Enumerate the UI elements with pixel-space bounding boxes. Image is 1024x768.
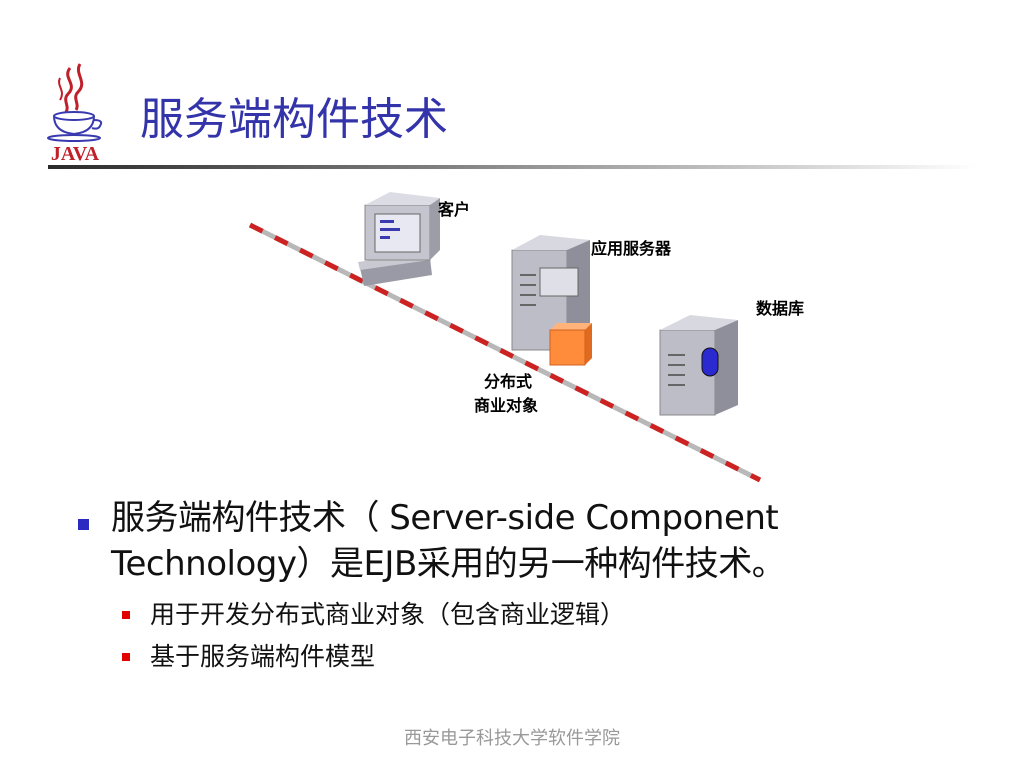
database-server-icon: [659, 315, 738, 416]
java-logo: JAVA: [40, 60, 110, 165]
client-computer-icon: [358, 192, 440, 286]
architecture-diagram: 客户 应用服务器 数据库 分布式 商业对象: [240, 180, 840, 490]
sub-bullet-marker: [122, 611, 130, 619]
bullet-item-main: 服务端构件技术（ Server-side Component Technolog…: [70, 495, 970, 587]
bullet-item-sub1: 用于开发分布式商业对象（包含商业逻辑）: [122, 597, 970, 633]
bullet-sub1-text: 用于开发分布式商业对象（包含商业逻辑）: [150, 600, 626, 629]
bullet-sub2-text: 基于服务端构件模型: [150, 642, 376, 671]
distributed-objects-label-line2: 商业对象: [474, 396, 539, 415]
sub-bullet-marker: [122, 653, 130, 661]
client-label: 客户: [438, 200, 471, 219]
bullet-list: 服务端构件技术（ Server-side Component Technolog…: [70, 495, 970, 675]
footer-text: 西安电子科技大学软件学院: [404, 728, 620, 749]
distributed-objects-label-line1: 分布式: [484, 372, 533, 391]
business-object-cube-icon: [549, 323, 592, 366]
bullet-item-sub2: 基于服务端构件模型: [122, 639, 970, 675]
bullet-marker-square: [78, 519, 89, 530]
bullet-main-text: 服务端构件技术（ Server-side Component Technolog…: [111, 498, 786, 584]
java-logo-text: JAVA: [51, 143, 100, 165]
app-server-label: 应用服务器: [591, 239, 672, 258]
slide-title: 服务端构件技术: [140, 94, 448, 145]
database-label: 数据库: [756, 299, 805, 318]
title-divider: [48, 165, 978, 169]
